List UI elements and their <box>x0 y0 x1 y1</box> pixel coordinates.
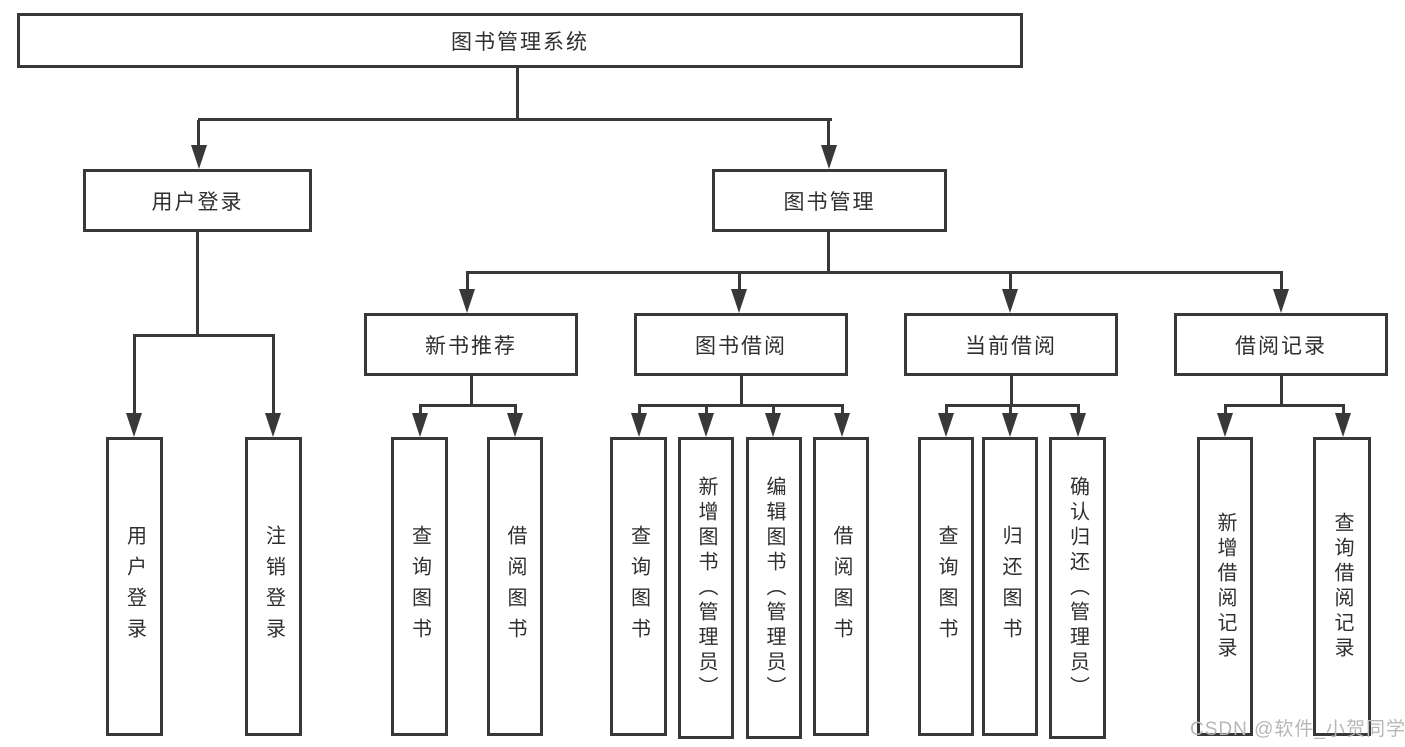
connector-root-bar <box>198 118 832 121</box>
connector-new-book-recommend-stem <box>466 273 469 291</box>
leaf-record-add-record: 新增借阅记录 <box>1197 437 1253 736</box>
connector-leaf-logout-stem <box>272 336 275 415</box>
connector-new-book-recommend-down <box>470 375 473 406</box>
leaf-recommend-query-book: 查询图书 <box>391 437 448 736</box>
leaf-borrow-add-book: 新增图书（管理员） <box>678 437 734 739</box>
leaf-borrow-borrow-book: 借阅图书 <box>813 437 869 736</box>
arrowhead-rec-query <box>412 413 428 437</box>
arrowhead-book-management <box>821 145 837 169</box>
leaf-current-return-book: 归还图书 <box>982 437 1038 736</box>
connector-bb-add-stem <box>705 406 708 415</box>
arrowhead-cb-return <box>1002 413 1018 437</box>
arrowhead-rec-borrow <box>507 413 523 437</box>
connector-borrow-record-bar <box>1224 404 1345 407</box>
connector-br-add-stem <box>1224 406 1227 415</box>
node-root: 图书管理系统 <box>17 13 1023 68</box>
connector-user-login-down <box>196 231 199 336</box>
node-current-borrow: 当前借阅 <box>904 313 1118 376</box>
connector-book-management-stem <box>827 120 830 147</box>
connector-bb-edit-stem <box>772 406 775 415</box>
arrowhead-user-login <box>191 145 207 169</box>
connector-rec-query-stem <box>419 406 422 415</box>
connector-cb-return-stem <box>1009 406 1012 415</box>
arrowhead-leaf-user-login <box>126 413 142 437</box>
node-new-book-recommend: 新书推荐 <box>364 313 578 376</box>
connector-bb-borrow-stem <box>841 406 844 415</box>
arrowhead-bb-query <box>631 413 647 437</box>
connector-br-query-stem <box>1342 406 1345 415</box>
connector-leaf-user-login-stem <box>133 336 136 415</box>
node-book-borrow: 图书借阅 <box>634 313 848 376</box>
arrowhead-book-borrow <box>731 289 747 313</box>
connector-current-borrow-stem <box>1009 273 1012 291</box>
arrowhead-new-book-recommend <box>459 289 475 313</box>
connector-book-management-down <box>827 231 830 273</box>
connector-cb-query-stem <box>945 406 948 415</box>
leaf-current-confirm-return: 确认归还（管理员） <box>1049 437 1106 739</box>
node-borrow-record: 借阅记录 <box>1174 313 1388 376</box>
leaf-logout: 注销登录 <box>245 437 302 736</box>
leaf-borrow-edit-book: 编辑图书（管理员） <box>746 437 802 739</box>
connector-level3-bar <box>466 271 1283 274</box>
arrowhead-current-borrow <box>1002 289 1018 313</box>
connector-current-borrow-down <box>1010 375 1013 406</box>
connector-root-stem <box>516 68 519 119</box>
node-user-login: 用户登录 <box>83 169 312 232</box>
connector-borrow-record-stem <box>1280 273 1283 291</box>
connector-rec-borrow-stem <box>514 406 517 415</box>
connector-bb-query-stem <box>638 406 641 415</box>
arrowhead-bb-edit <box>765 413 781 437</box>
connector-new-book-recommend-bar <box>419 404 517 407</box>
arrowhead-cb-confirm <box>1070 413 1086 437</box>
connector-book-borrow-down <box>740 375 743 406</box>
connector-book-borrow-stem <box>738 273 741 291</box>
connector-borrow-record-down <box>1280 375 1283 406</box>
arrowhead-bb-add <box>698 413 714 437</box>
leaf-user-login: 用户登录 <box>106 437 163 736</box>
watermark: CSDN @软件_小贺同学 <box>1190 719 1405 740</box>
arrowhead-borrow-record <box>1273 289 1289 313</box>
connector-book-borrow-bar <box>638 404 844 407</box>
connector-cb-confirm-stem <box>1077 406 1080 415</box>
arrowhead-br-query <box>1335 413 1351 437</box>
arrowhead-leaf-logout <box>265 413 281 437</box>
arrowhead-cb-query <box>938 413 954 437</box>
arrowhead-br-add <box>1217 413 1233 437</box>
node-book-management: 图书管理 <box>712 169 947 232</box>
leaf-borrow-query-book: 查询图书 <box>610 437 667 736</box>
connector-user-login-bar <box>133 334 275 337</box>
leaf-current-query-book: 查询图书 <box>918 437 974 736</box>
connector-current-borrow-bar <box>945 404 1080 407</box>
arrowhead-bb-borrow <box>834 413 850 437</box>
leaf-record-query-record: 查询借阅记录 <box>1313 437 1371 736</box>
connector-user-login-stem <box>197 120 200 147</box>
leaf-recommend-borrow-book: 借阅图书 <box>487 437 543 736</box>
